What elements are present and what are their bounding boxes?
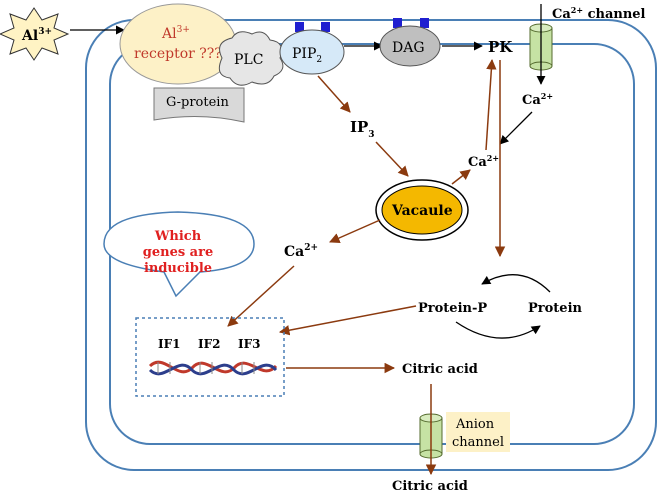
bubble-line3: inducible — [144, 261, 212, 276]
al-ion-label: Al3+ — [21, 27, 52, 44]
pk-label: PK — [488, 38, 513, 56]
pip2-phosphate-left — [295, 22, 304, 32]
vacuole-label: Vacaule — [391, 203, 453, 219]
ca-right-label: Ca2+ — [522, 91, 553, 108]
receptor-label-line1: Al3+ — [161, 25, 190, 42]
dag-phosphate-right — [420, 18, 429, 28]
arrow-vacuole-to-ca — [451, 169, 471, 185]
dna-helix — [148, 360, 278, 376]
arrow-ca-to-pk — [485, 58, 497, 151]
dag — [379, 25, 441, 67]
pip2-phosphate-right — [321, 22, 330, 32]
arrow-phospho-to-protein — [455, 321, 541, 339]
question-bubble — [103, 211, 255, 298]
protein-p-label: Protein-P — [418, 301, 487, 316]
arrow-ca-to-mid — [499, 111, 533, 145]
arrow-protein-p-to-genes — [278, 305, 417, 336]
ca-channel-label: Ca2+ channel — [552, 5, 646, 22]
anion-label-box — [446, 412, 510, 452]
gene-box — [135, 317, 285, 397]
g-protein — [153, 87, 245, 123]
outer-membrane — [85, 19, 657, 471]
g-protein-label: G-protein — [166, 95, 229, 110]
if2-label: IF2 — [198, 337, 220, 351]
ip3-label: IP3 — [350, 118, 375, 140]
citric-inside-label: Citric acid — [402, 362, 478, 377]
anion-label-line1: Anion — [455, 417, 495, 432]
pip2 — [279, 29, 345, 75]
dag-label: DAG — [392, 40, 425, 56]
if3-label: IF3 — [238, 337, 260, 351]
arrow-pip2-to-ip3 — [317, 75, 351, 113]
protein-label: Protein — [528, 301, 583, 316]
plc-label: PLC — [234, 52, 263, 68]
anion-label-line2: channel — [452, 435, 504, 450]
pip2-label: PIP2 — [292, 46, 322, 65]
al-receptor — [119, 3, 237, 85]
arrow-ca-to-genes — [227, 265, 295, 327]
receptor-label-line2: receptor ??? — [134, 46, 222, 62]
bubble-line1: Which — [154, 229, 202, 244]
al-ion-star: Al3+ — [0, 7, 70, 61]
ca-left-label: Ca2+ — [284, 243, 318, 260]
if1-label: IF1 — [158, 337, 180, 351]
arrow-protein-to-phospho — [481, 274, 551, 293]
arrow-ip3-to-vacuole — [375, 141, 409, 177]
vacuole — [375, 179, 469, 241]
citric-outside-label: Citric acid — [392, 479, 468, 494]
bubble-line2: genes are — [143, 245, 213, 260]
arrow-vacuole-to-ca-left — [329, 219, 381, 243]
plc-cloud — [218, 31, 284, 86]
dag-phosphate-left — [393, 18, 402, 28]
ca-mid-label: Ca2+ — [468, 153, 499, 170]
